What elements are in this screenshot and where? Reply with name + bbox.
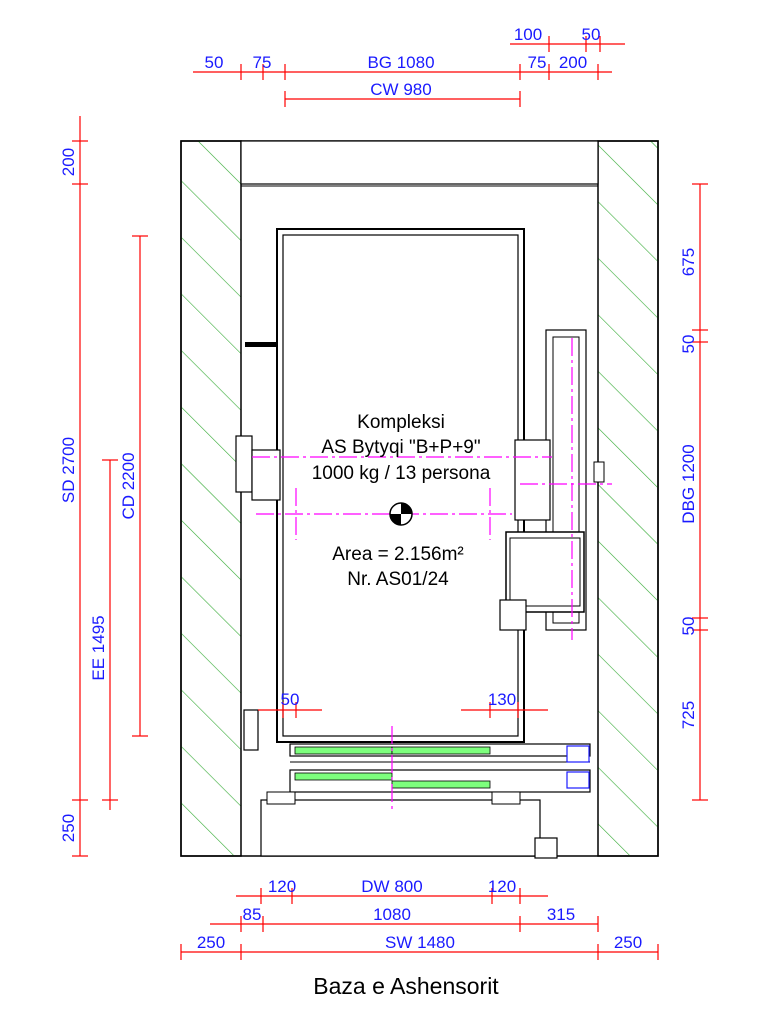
dim-inner-50: 50 (281, 690, 300, 709)
right-guide-shoe (514, 439, 551, 521)
dim-cw: CW 980 (370, 80, 431, 99)
dim-bottom-120-left: 120 (268, 877, 296, 896)
dim-ee: EE 1495 (89, 615, 108, 680)
dimension-labels-bottom: 120 DW 800 120 85 1080 315 250 SW 1480 2… (197, 877, 642, 952)
dim-inner-130: 130 (488, 690, 516, 709)
dim-cd: CD 2200 (119, 452, 138, 519)
landing-door-panel-right (391, 780, 491, 789)
dim-top-75-left: 75 (253, 53, 272, 72)
dim-right-725: 725 (679, 701, 698, 729)
dim-top-200: 200 (559, 53, 587, 72)
back-wall-zone (240, 140, 599, 185)
car-door-panel-left (294, 746, 393, 755)
dim-left-250: 250 (59, 814, 78, 842)
sill-bracket-right (491, 791, 521, 805)
door-box (534, 837, 558, 859)
right-wall (597, 140, 659, 857)
sill-bracket-left (266, 791, 296, 805)
dim-bottom-250-right: 250 (614, 933, 642, 952)
dim-top-100: 100 (514, 25, 542, 44)
dim-top-50-right: 50 (582, 25, 601, 44)
car-number: Nr. AS01/24 (347, 569, 449, 590)
left-lower-bracket (243, 709, 259, 751)
dim-bottom-85: 85 (243, 905, 262, 924)
door-motor-bottom (566, 771, 590, 789)
dim-bottom-315: 315 (547, 905, 575, 924)
dim-bottom-1080: 1080 (373, 905, 411, 924)
left-guide-shoe (251, 449, 281, 501)
left-guide-bracket (245, 342, 277, 347)
drawing-title: Baza e Ashensorit (313, 973, 499, 999)
shaft-walls (180, 140, 659, 859)
dim-top-75-right: 75 (528, 53, 547, 72)
car-area: Area = 2.156m² (332, 544, 464, 565)
dimension-lines (72, 36, 708, 960)
dimension-labels-inner: 50 130 (281, 690, 517, 709)
right-wall-anchor (593, 461, 605, 483)
landing-door-panel-left (294, 772, 393, 781)
car-inner (282, 234, 519, 737)
counterweight-block (505, 531, 585, 613)
dim-right-50-top: 50 (679, 335, 698, 354)
counterweight-block-inner (509, 537, 581, 607)
dim-dbg: DBG 1200 (679, 444, 698, 523)
car-label: Kompleksi AS Bytyqi "B+P+9" 1000 kg / 13… (312, 412, 491, 590)
centerlines (252, 338, 612, 810)
dimension-labels-right: 675 50 DBG 1200 50 725 (679, 248, 698, 729)
dim-bottom-250-left: 250 (197, 933, 225, 952)
counterweight-inner (552, 336, 580, 624)
dim-bottom-120-right: 120 (488, 877, 516, 896)
car-label-line3: 1000 kg / 13 persona (312, 463, 491, 484)
dim-right-50-bottom: 50 (679, 617, 698, 636)
dim-sd: SD 2700 (59, 437, 78, 503)
elevator-car (235, 228, 605, 751)
left-wall (180, 140, 242, 857)
dim-bg: BG 1080 (367, 53, 434, 72)
center-of-gravity-icon (389, 502, 413, 526)
dimension-labels-left: 200 SD 2700 CD 2200 EE 1495 250 (59, 148, 138, 842)
car-door-panel-right (391, 746, 491, 755)
dim-top-50-left: 50 (205, 53, 224, 72)
car-label-line1: Kompleksi (357, 412, 445, 433)
dim-right-675: 675 (679, 248, 698, 276)
dim-left-200: 200 (59, 148, 78, 176)
door-motor-top (566, 745, 590, 763)
dim-sw: SW 1480 (385, 933, 455, 952)
left-rail-bracket (235, 435, 253, 493)
counterweight-base (499, 599, 527, 631)
dimension-labels-top: 50 75 BG 1080 75 200 100 50 CW 980 (205, 25, 601, 99)
car-outer (276, 228, 525, 743)
landing-sill (260, 799, 541, 857)
dim-dw: DW 800 (361, 877, 422, 896)
door-assembly (266, 743, 591, 805)
car-label-line2: AS Bytyqi "B+P+9" (321, 437, 480, 458)
